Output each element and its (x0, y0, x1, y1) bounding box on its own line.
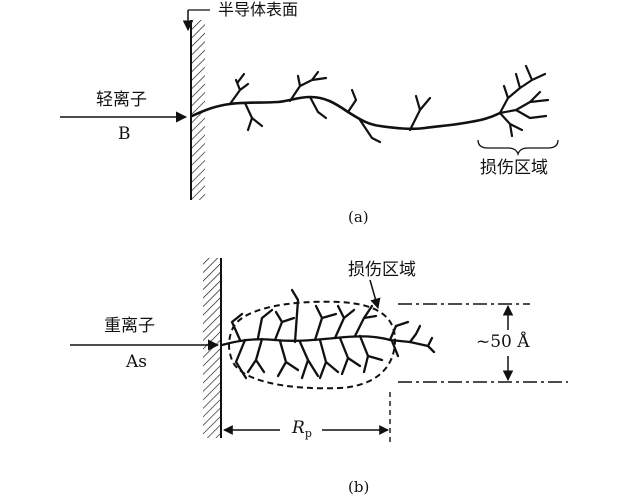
width-label: ~50 Å (476, 332, 530, 352)
width-reference-lines (398, 303, 568, 383)
damage-envelope (228, 300, 397, 390)
range-label: Rp (292, 418, 312, 440)
range-subscript: p (304, 427, 312, 440)
caption-a: (a) (348, 208, 369, 226)
light-ion-branches (228, 64, 550, 144)
range-symbol: R (292, 418, 305, 438)
panel-a (60, 9, 559, 200)
semiconductor-wall-a (191, 20, 205, 200)
damage-brace-a (477, 139, 559, 157)
light-ion-name: 轻离子 (96, 90, 147, 110)
damage-pointer-b (369, 279, 381, 310)
surface-label: 半导体表面 (218, 0, 299, 19)
caption-b: (b) (348, 478, 370, 496)
heavy-ion-symbol: As (126, 352, 148, 372)
semiconductor-wall-b (203, 258, 221, 438)
light-ion-track (190, 95, 502, 131)
heavy-ion-name: 重离子 (104, 316, 155, 336)
light-ion-symbol: B (118, 124, 131, 144)
damage-label-a: 损伤区域 (480, 158, 548, 178)
damage-label-b: 损伤区域 (348, 260, 416, 280)
panel-b (70, 258, 568, 444)
heavy-ion-damage-tree (220, 288, 436, 380)
